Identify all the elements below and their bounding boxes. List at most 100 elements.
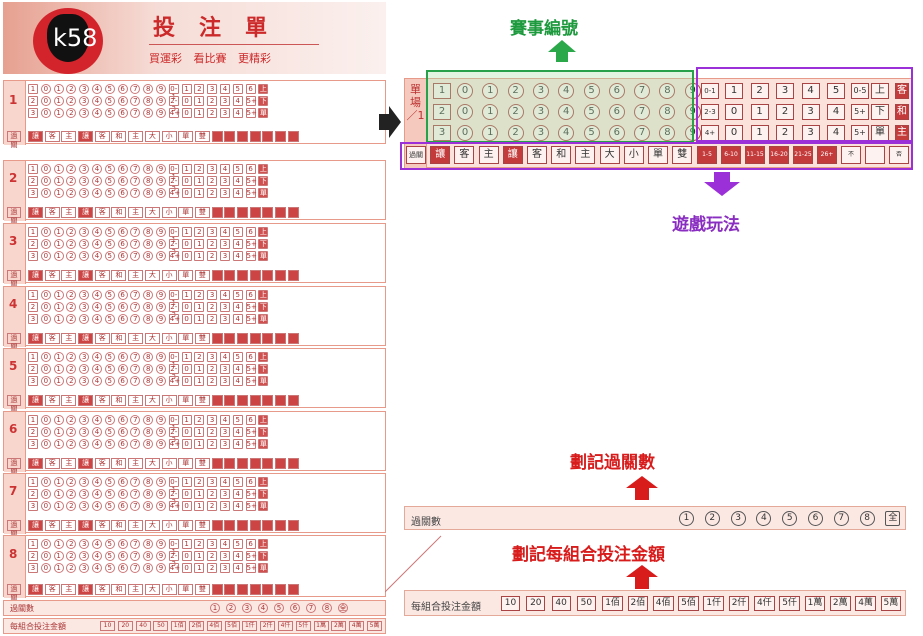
bet-option[interactable]: 3 [219, 96, 230, 106]
bet-option[interactable]: 6 [117, 376, 128, 386]
bet-option[interactable]: 1 [194, 563, 205, 573]
odds-option[interactable] [275, 584, 286, 595]
bet-option[interactable]: 2 [66, 302, 77, 312]
zoom-odds-option[interactable]: 不 [841, 146, 861, 164]
left-amount-option[interactable]: 1萬 [313, 621, 329, 631]
bet-option[interactable]: 5 [104, 239, 115, 249]
odds-option[interactable] [211, 333, 223, 344]
market-option[interactable]: 主 [61, 207, 77, 218]
bet-option[interactable]: 2 [207, 376, 218, 386]
market-option[interactable]: 小 [161, 207, 177, 218]
bet-option[interactable]: 2 [66, 108, 77, 118]
bet-option[interactable]: 4+ [168, 108, 181, 118]
bet-option[interactable]: 0-1 [168, 415, 179, 432]
bet-option[interactable]: 3 [219, 302, 230, 312]
odds-option[interactable] [224, 333, 236, 344]
bet-option[interactable]: 4 [91, 84, 102, 94]
bet-option[interactable]: 4 [91, 108, 102, 118]
bet-option[interactable]: 3 [79, 477, 90, 487]
zoom-digit[interactable]: 0 [457, 125, 473, 141]
bet-option[interactable]: 單 [258, 188, 269, 198]
odds-option[interactable] [275, 131, 286, 142]
bet-option[interactable]: 0 [40, 551, 51, 561]
bet-option[interactable]: 5+ [245, 108, 257, 118]
bet-option[interactable]: 4 [232, 96, 243, 106]
zoom-opt[interactable]: 5 [827, 83, 845, 99]
bet-option[interactable]: 2 [28, 96, 38, 106]
bet-option[interactable]: 3 [79, 108, 90, 118]
bet-option[interactable]: 上 [258, 164, 269, 174]
zoom-digit[interactable]: 7 [634, 83, 651, 99]
zoom-row-number[interactable]: 2 [433, 104, 451, 120]
bet-option[interactable]: 6 [245, 84, 256, 94]
zoom-market-option[interactable]: 讓 [502, 146, 523, 164]
bet-option[interactable]: 3 [28, 439, 38, 449]
bet-option[interactable]: 4 [232, 314, 243, 324]
bet-option[interactable]: 8 [143, 501, 154, 511]
bet-option[interactable]: 1 [53, 352, 64, 362]
market-option[interactable]: 客 [44, 520, 60, 531]
bet-option[interactable]: 5+ [245, 251, 257, 261]
bet-option[interactable]: 4 [232, 239, 243, 249]
bet-option[interactable]: 2-3 [168, 489, 179, 506]
zoom-digit[interactable]: 5 [583, 104, 600, 120]
amount-option[interactable]: 1仟 [703, 596, 725, 611]
bet-option[interactable]: 9 [155, 364, 166, 374]
bet-option[interactable]: 2 [28, 302, 38, 312]
bet-option[interactable]: 2-3 [168, 364, 179, 381]
bet-option[interactable]: 8 [143, 290, 154, 300]
zoom-digit[interactable]: 6 [608, 83, 625, 99]
bet-option[interactable]: 0 [181, 427, 192, 437]
amount-option[interactable]: 4萬 [855, 596, 876, 611]
bet-option[interactable]: 1 [28, 227, 38, 237]
bet-option[interactable]: 3 [219, 176, 230, 186]
bet-option[interactable]: 4 [91, 415, 102, 425]
odds-option[interactable] [262, 333, 274, 344]
bet-option[interactable]: 1 [53, 489, 64, 499]
odds-option[interactable] [249, 584, 261, 595]
bet-option[interactable]: 7 [130, 96, 141, 106]
zoom-opt[interactable]: 4 [801, 83, 820, 99]
bet-option[interactable]: 9 [155, 539, 166, 549]
zoom-tag[interactable]: 0-1 [701, 83, 719, 99]
bet-option[interactable]: 7 [130, 364, 141, 374]
bet-option[interactable]: 2 [207, 551, 218, 561]
bet-option[interactable]: 2 [28, 489, 38, 499]
zoom-digit[interactable]: 0 [457, 83, 473, 99]
left-amount-option[interactable]: 4佰 [206, 621, 222, 631]
zoom-digit[interactable]: 7 [634, 125, 651, 141]
odds-option[interactable] [236, 333, 248, 344]
odds-option[interactable] [224, 458, 236, 469]
odds-option[interactable] [262, 584, 274, 595]
bet-option[interactable]: 3 [79, 439, 90, 449]
bet-option[interactable]: 6 [117, 251, 128, 261]
bet-option[interactable]: 8 [143, 439, 154, 449]
market-option[interactable]: 客 [44, 584, 60, 595]
bet-option[interactable]: 3 [79, 364, 90, 374]
bet-option[interactable]: 5+ [245, 501, 257, 511]
bet-option[interactable]: 1 [194, 239, 205, 249]
bet-option[interactable]: 7 [130, 164, 141, 174]
market-option[interactable]: 大 [144, 584, 160, 595]
bet-option[interactable]: 7 [130, 427, 141, 437]
market-option[interactable]: 小 [161, 333, 177, 344]
bet-option[interactable]: 5 [104, 188, 115, 198]
bet-option[interactable]: 0 [181, 551, 192, 561]
bet-option[interactable]: 上 [258, 415, 269, 425]
zoom-tag[interactable]: 2-3 [701, 104, 719, 120]
zoom-odds-option[interactable]: 6-10 [721, 146, 741, 164]
bet-option[interactable]: 3 [79, 314, 90, 324]
bet-option[interactable]: 3 [219, 551, 230, 561]
left-pass-option[interactable]: 1 [210, 603, 220, 613]
pass-count-option[interactable]: 7 [833, 511, 849, 526]
bet-option[interactable]: 2 [194, 352, 205, 362]
bet-option[interactable]: 2 [66, 501, 77, 511]
bet-option[interactable]: 0 [181, 439, 192, 449]
market-option[interactable]: 雙 [194, 520, 210, 531]
market-option[interactable]: 和 [111, 458, 127, 469]
zoom-odds-option[interactable]: 26+ [817, 146, 837, 164]
odds-option[interactable] [275, 207, 286, 218]
bet-option[interactable]: 0-1 [168, 164, 179, 181]
odds-option[interactable] [249, 270, 261, 281]
bet-option[interactable]: 4+ [168, 314, 181, 324]
